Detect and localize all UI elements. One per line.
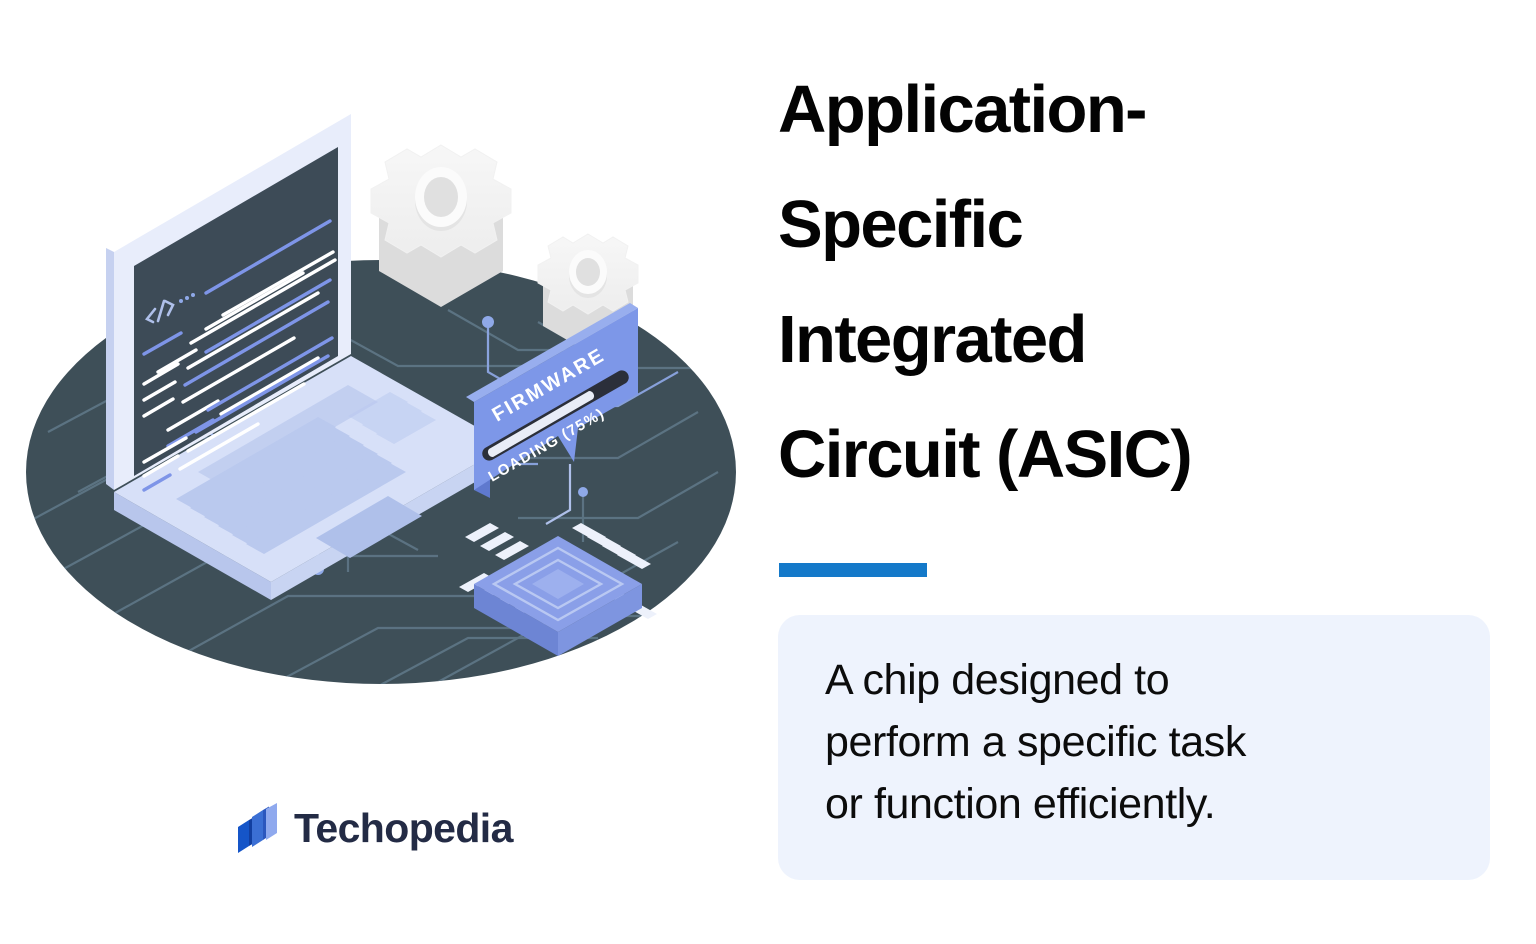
gear-large-icon [370,144,512,307]
definition-line-1: A chip designed to [825,656,1170,704]
chip-die-outlines [491,546,625,622]
accent-underline [779,563,927,577]
firmware-chip-connector [545,464,572,525]
definition-card: A chip designed to perform a specific ta… [778,615,1490,880]
code-lines [142,219,337,492]
illustration-panel: FIRMWARE LOADING (75%) [0,0,760,944]
asic-microchip [459,523,657,656]
page-title: Application- Specific Integrated Circuit… [778,52,1478,512]
laptop-lid-edge [106,248,114,490]
firmware-card-top [466,303,638,402]
firmware-loading-card: FIRMWARE LOADING (75%) [466,303,638,525]
definition-line-3: or function efficiently. [825,780,1216,828]
title-line-4: Circuit (ASIC) [778,417,1193,492]
laptop-trackpad [316,496,422,558]
definition-line-2: perform a specific task [825,718,1246,766]
techopedia-logo[interactable]: Techopedia [236,803,513,853]
chip-left-face [474,584,558,656]
chip-die-core [532,569,584,599]
code-icon [144,299,175,324]
title-line-2: Specific [778,187,1024,262]
content-panel: Application- Specific Integrated Circuit… [778,0,1518,944]
isometric-firmware-chip-scene: FIRMWARE LOADING (75%) [26,114,736,684]
title-line-1: Application- [778,72,1147,147]
laptop-keyboard [176,385,436,554]
laptop-base-left [114,492,271,600]
firmware-progress-bar [482,370,629,461]
code-icon-dots [179,293,195,303]
techopedia-wordmark: Techopedia [294,804,513,851]
laptop-with-code [106,114,508,600]
chip-right-face [558,584,642,656]
title-line-3: Integrated [778,302,1087,377]
techopedia-parallelogram-mark [238,803,277,853]
definition-text: A chip designed to perform a specific ta… [825,649,1445,835]
